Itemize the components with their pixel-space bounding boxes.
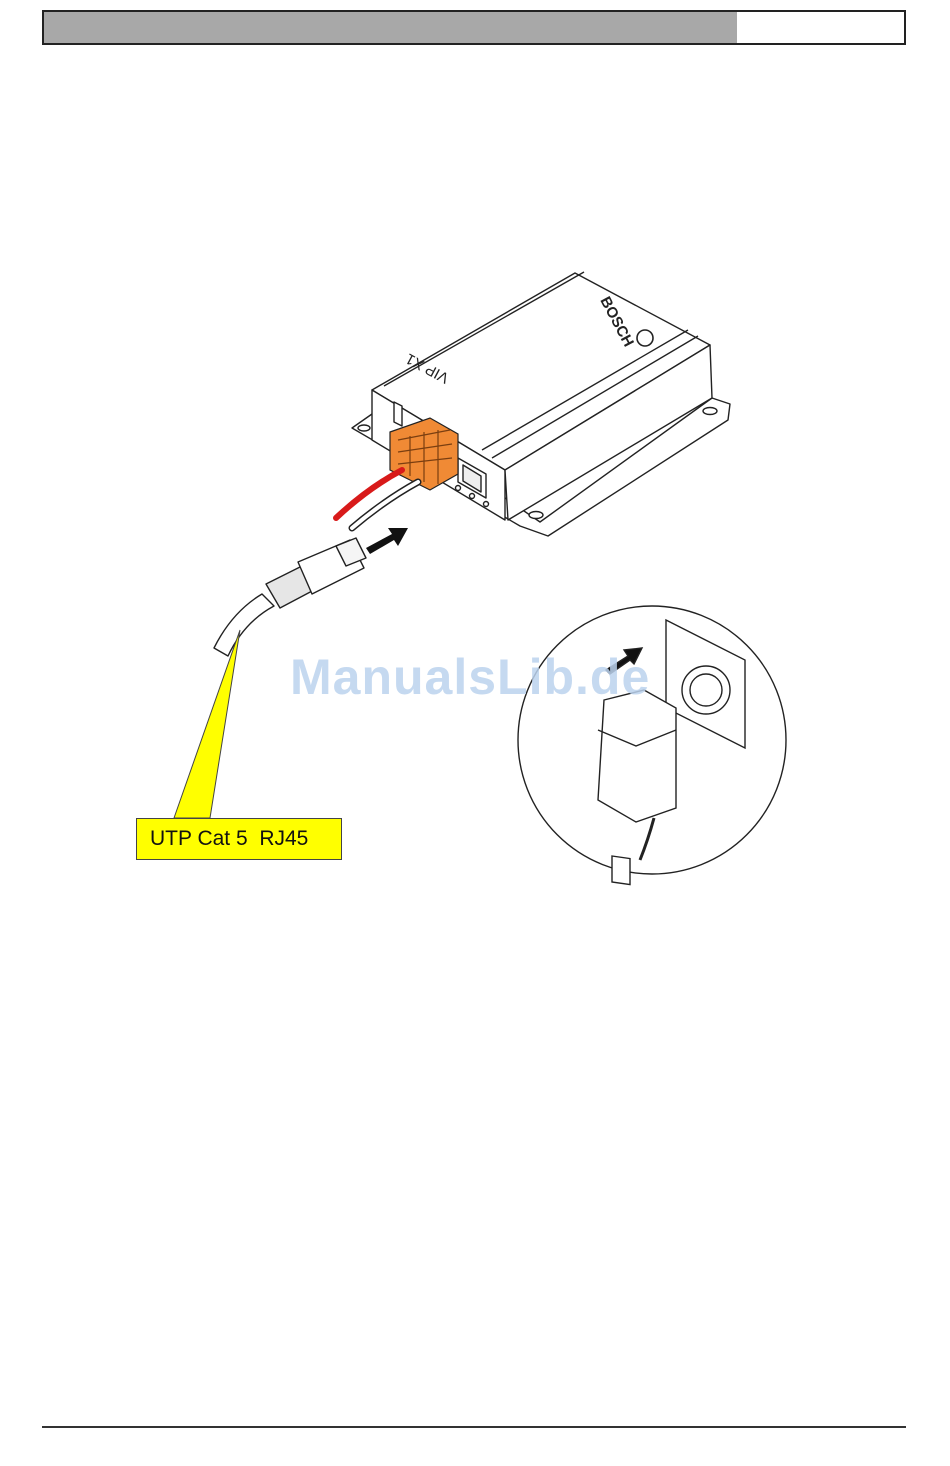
cable-callout-label: UTP Cat 5 RJ45 — [136, 818, 342, 860]
watermark-text: ManualsLib.de — [290, 648, 650, 706]
callout-pointer — [174, 630, 240, 818]
power-adapter — [598, 690, 676, 822]
footer-rule — [42, 1426, 906, 1428]
utp-cable — [214, 594, 274, 656]
insert-arrow-icon — [366, 528, 408, 554]
